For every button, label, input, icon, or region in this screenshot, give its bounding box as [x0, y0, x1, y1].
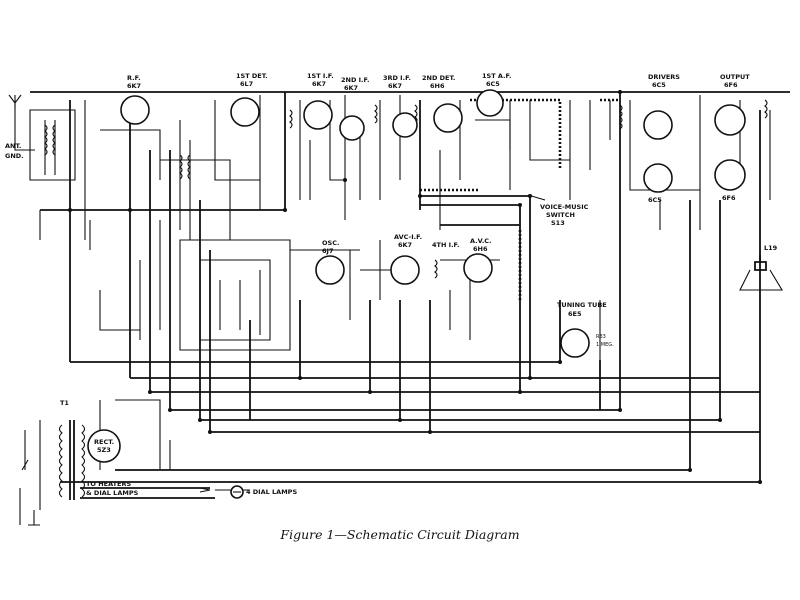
transformer-label: T1 [60, 399, 69, 407]
tube-1st-if: 1ST I.F. 6K7 [303, 72, 334, 130]
tube-2nd-if-type: 6K7 [344, 84, 358, 92]
four-dial-lamps-label: 4 DIAL LAMPS [246, 488, 297, 496]
bus-wiring [30, 90, 790, 483]
heaters-lead: TO HEATERS & DIAL LAMPS [80, 480, 215, 499]
tube-1st-det: 1ST DET. 6L7 [230, 72, 268, 127]
tube-tuning-name: TUNING TUBE [557, 301, 607, 309]
tube-output-type: 6F6 [724, 81, 738, 89]
tube-1st-af-type: 6C5 [486, 80, 500, 88]
tube-4th-if-name: 4TH I.F. [432, 241, 460, 249]
tube-2nd-det-type: 6H6 [430, 82, 445, 90]
tube-2nd-det: 2ND DET. 6H6 [422, 74, 463, 133]
tube-output-name: OUTPUT [720, 73, 750, 81]
coils [44, 99, 768, 500]
tube-rf: R.F. 6K7 [120, 74, 150, 125]
ground-label: GND. [5, 152, 24, 160]
tube-avc-if-type: 6K7 [398, 241, 412, 249]
tube-rect-type: 5Z3 [97, 446, 111, 454]
tube-1st-det-type: 6L7 [240, 80, 253, 88]
tube-4th-if-label: 4TH I.F. [432, 241, 460, 249]
tube-2nd-if-name: 2ND I.F. [341, 76, 369, 84]
component-wiring [14, 95, 771, 510]
tube-1st-det-name: 1ST DET. [236, 72, 268, 80]
tube-avc-type: 6H6 [473, 245, 488, 253]
figure-caption: Figure 1—Schematic Circuit Diagram [280, 527, 520, 542]
tube-1st-af: 1ST A.F. 6C5 [476, 72, 511, 117]
voice-music-switch: VOICE-MUSIC SWITCH S13 [527, 194, 589, 227]
tube-osc: OSC. 6J7 [315, 239, 345, 285]
tube-drivers: DRIVERS 6C5 6C5 [643, 73, 680, 204]
tube-3rd-if-name: 3RD I.F. [383, 74, 411, 82]
tube-1st-if-name: 1ST I.F. [307, 72, 334, 80]
tube-2nd-det-name: 2ND DET. [422, 74, 455, 82]
dial-lamps-label: & DIAL LAMPS [86, 489, 139, 497]
voice-music-label: VOICE-MUSIC [540, 203, 589, 211]
tube-drivers-type: 6C5 [652, 81, 666, 89]
speaker-label: L19 [764, 244, 778, 252]
tube-rect-name: RECT. [94, 438, 114, 446]
switch-label: SWITCH [546, 211, 575, 219]
tube-tuning-type: 6E5 [568, 310, 582, 318]
junction-dots [68, 90, 762, 484]
tube-avc-if-name: AVC-I.F. [394, 233, 422, 241]
tube-osc-name: OSC. [322, 239, 339, 247]
tube-output: OUTPUT 6F6 6F6 [714, 73, 750, 202]
dial-lamps-icon: 4 DIAL LAMPS [215, 485, 297, 499]
tube-avc: A.V.C. 6H6 [463, 237, 493, 283]
tube-tuning: TUNING TUBE 6E5 R33 1 MEG. [557, 301, 614, 358]
tube-3rd-if-type: 6K7 [388, 82, 402, 90]
s13-label: S13 [551, 219, 565, 227]
antenna-label: ANT. [5, 142, 21, 150]
speaker-icon: L19 [739, 244, 783, 291]
tube-1st-if-type: 6K7 [312, 80, 326, 88]
tube-3rd-if: 3RD I.F. 6K7 [383, 74, 418, 138]
tube-avc-if: AVC-I.F. 6K7 [390, 233, 422, 285]
r33-value: 1 MEG. [596, 342, 614, 348]
tube-drivers-name: DRIVERS [648, 73, 680, 81]
heaters-label: TO HEATERS [86, 480, 132, 488]
power-section: T1 [19, 399, 69, 526]
r33-label: R33 [596, 334, 606, 340]
tube-osc-type: 6J7 [322, 247, 333, 255]
tube-drivers-type-lower: 6C5 [648, 196, 662, 204]
antenna-icon: ANT. GND. [5, 94, 24, 160]
tube-rf-type: 6K7 [127, 82, 141, 90]
tube-rect: RECT. 5Z3 [87, 429, 121, 463]
tube-1st-af-name: 1ST A.F. [482, 72, 511, 80]
tube-avc-name: A.V.C. [470, 237, 492, 245]
tube-2nd-if: 2ND I.F. 6K7 [339, 76, 369, 141]
tube-rf-name: R.F. [127, 74, 141, 82]
tube-output-type-lower: 6F6 [722, 194, 736, 202]
